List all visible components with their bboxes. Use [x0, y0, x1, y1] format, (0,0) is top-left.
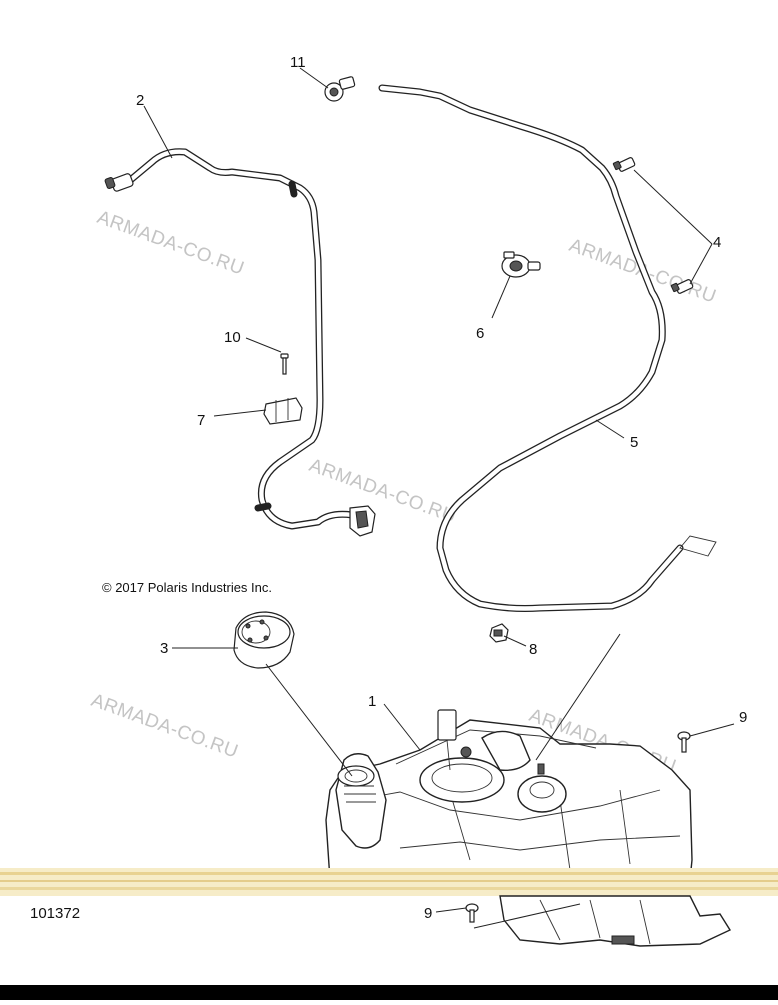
callout-1: 1: [368, 693, 376, 710]
vent-hose-right: [378, 84, 717, 612]
callout-9-lower: 9: [424, 905, 432, 922]
callout-5: 5: [630, 434, 638, 451]
callout-2: 2: [136, 92, 144, 109]
callout-9-upper: 9: [739, 709, 747, 726]
hose-clips-4: [612, 157, 694, 294]
fuel-cap-3: [233, 611, 295, 669]
document-number: 101372: [30, 905, 80, 922]
callout-10: 10: [224, 329, 241, 346]
callout-11: 11: [290, 54, 306, 71]
bolt-10: [280, 353, 289, 375]
bottom-border-bar: [0, 985, 778, 1000]
leader-lines: [143, 67, 735, 929]
hose-bracket-7: [263, 397, 303, 425]
check-valve-6: [501, 251, 541, 278]
scan-streak-band: [0, 868, 778, 896]
callouts: 11 2 4 6 10 7 5 3 8 1 9 9: [136, 54, 747, 922]
watermarks: ARMADA-CO.RU ARMADA-CO.RU ARMADA-CO.RU A…: [88, 207, 719, 778]
hose-clip-8: [489, 623, 509, 643]
hose-elbow-fitting: [349, 505, 376, 537]
callout-7: 7: [197, 412, 205, 429]
screw-9-upper: [677, 731, 691, 753]
fuel-tank-lower: [499, 895, 732, 947]
callout-4: 4: [713, 234, 721, 251]
hose-clip-11: [324, 76, 356, 102]
fuel-tank-1: [325, 709, 693, 881]
callout-3: 3: [160, 640, 168, 657]
watermark-4: ARMADA-CO.RU: [88, 690, 241, 763]
copyright-notice: © 2017 Polaris Industries Inc.: [102, 580, 272, 595]
callout-6: 6: [476, 325, 484, 342]
hose-fitting-left: [104, 173, 134, 192]
callout-8: 8: [529, 641, 537, 658]
vent-hose-left: [124, 148, 356, 530]
watermark-1: ARMADA-CO.RU: [94, 207, 247, 280]
screw-9-lower: [465, 903, 479, 923]
